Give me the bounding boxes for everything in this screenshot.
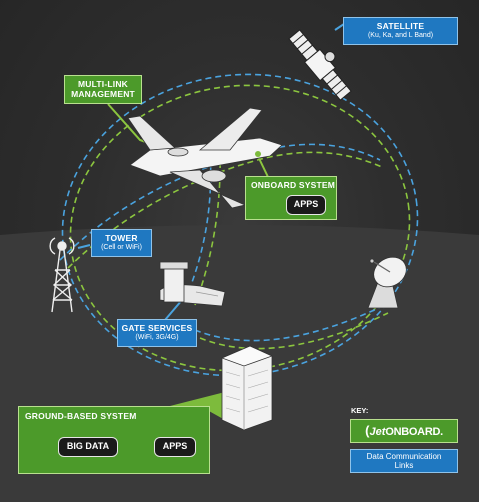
satellite-connector xyxy=(334,23,345,31)
gate-icon xyxy=(159,261,226,307)
logo-mark: ( xyxy=(365,423,370,438)
dish-icon xyxy=(367,256,407,309)
ground-title: GROUND-BASED SYSTEM xyxy=(25,411,137,421)
multilink-callout: MULTI-LINK MANAGEMENT xyxy=(64,75,142,104)
logo-onboard: ONBOARD. xyxy=(385,426,443,438)
datacenter-icon xyxy=(220,345,274,431)
gate-title: GATE SERVICES xyxy=(121,323,193,333)
gate-services-callout: GATE SERVICES (WiFi, 3G/4G) xyxy=(117,319,197,347)
ground-link-green xyxy=(199,312,389,350)
gate-link-blue xyxy=(184,149,212,301)
satellite-callout: SATELLITE (Ku, Ka, and L Band) xyxy=(343,17,458,45)
tower-title: TOWER xyxy=(105,233,138,243)
tower-icon xyxy=(49,237,75,313)
satellite-icon xyxy=(288,29,352,101)
tower-callout: TOWER (Cell or WiFi) xyxy=(91,229,152,257)
tower-subtitle: (Cell or WiFi) xyxy=(101,244,142,251)
multilink-title-line2: MANAGEMENT xyxy=(71,89,135,99)
satellite-title: SATELLITE xyxy=(376,21,425,31)
multilink-title-line1: MULTI-LINK xyxy=(78,79,128,89)
key-title: KEY: xyxy=(351,406,369,415)
ground-apps-badge: APPS xyxy=(154,437,196,457)
logo-jet: Jet xyxy=(369,426,386,438)
jetonboard-logo: (JetONBOARD. xyxy=(350,419,458,443)
data-links-key: Data Communication Links xyxy=(350,449,458,473)
gate-subtitle: (WiFi, 3G/4G) xyxy=(135,334,179,341)
big-data-badge: BIG DATA xyxy=(58,437,118,457)
links-label-line2: Links xyxy=(394,461,414,470)
airplane-icon xyxy=(127,107,283,209)
onboard-title: ONBOARD SYSTEM xyxy=(251,180,336,190)
links-label-line1: Data Communication xyxy=(366,452,442,461)
onboard-apps-badge: APPS xyxy=(286,195,326,215)
satellite-subtitle: (Ku, Ka, and L Band) xyxy=(367,32,434,39)
tower-connector xyxy=(77,244,91,249)
tower-link-green xyxy=(67,151,385,269)
gate-connector xyxy=(164,299,183,321)
